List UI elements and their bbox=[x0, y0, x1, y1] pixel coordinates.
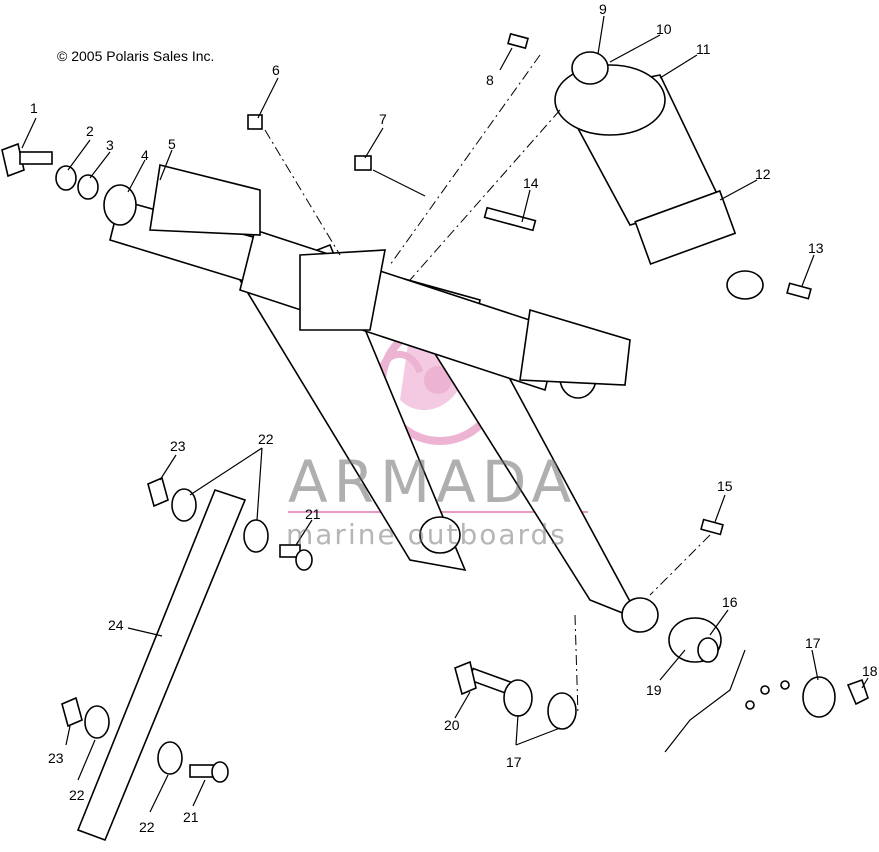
copyright-text: © 2005 Polaris Sales Inc. bbox=[57, 48, 215, 64]
callout-1: 1 bbox=[30, 100, 38, 116]
callout-23-top: 23 bbox=[170, 438, 186, 454]
callout-22-left: 22 bbox=[69, 787, 85, 803]
callout-16: 16 bbox=[722, 594, 738, 610]
callout-7: 7 bbox=[379, 111, 387, 127]
callout-21-top: 21 bbox=[305, 506, 321, 522]
callout-15: 15 bbox=[717, 478, 733, 494]
callout-18: 18 bbox=[862, 663, 878, 679]
leader-lines bbox=[21, 15, 869, 813]
shock-absorber bbox=[554, 51, 764, 300]
centerlines bbox=[264, 54, 711, 716]
callout-11: 11 bbox=[696, 41, 711, 57]
callout-19: 19 bbox=[646, 682, 662, 698]
hardware bbox=[1, 32, 869, 842]
callout-23-bottom: 23 bbox=[48, 750, 64, 766]
callout-20: 20 bbox=[444, 717, 460, 733]
callout-14: 14 bbox=[523, 175, 539, 191]
callout-17-right: 17 bbox=[805, 635, 821, 651]
callout-12: 12 bbox=[755, 166, 771, 182]
callout-13: 13 bbox=[808, 240, 824, 256]
callout-2: 2 bbox=[86, 123, 94, 139]
swing-arm bbox=[109, 164, 659, 633]
callout-24: 24 bbox=[108, 617, 124, 633]
callout-4: 4 bbox=[141, 147, 149, 163]
callout-22-bottom: 22 bbox=[139, 819, 155, 835]
callout-8: 8 bbox=[486, 72, 494, 88]
callout-labels: 1 2 3 4 5 6 7 8 9 10 11 12 13 14 15 16 1… bbox=[30, 1, 878, 835]
callout-3: 3 bbox=[106, 137, 114, 153]
callout-6: 6 bbox=[272, 62, 280, 78]
callout-10: 10 bbox=[656, 21, 672, 37]
callout-21-bottom: 21 bbox=[183, 809, 199, 825]
callout-17-left: 17 bbox=[506, 754, 522, 770]
callout-9: 9 bbox=[599, 1, 607, 17]
callout-22-top: 22 bbox=[258, 431, 274, 447]
watermark-brand: ARMADA bbox=[288, 448, 578, 516]
watermark-tagline: marine outboards bbox=[286, 518, 567, 551]
callout-5: 5 bbox=[168, 136, 176, 152]
